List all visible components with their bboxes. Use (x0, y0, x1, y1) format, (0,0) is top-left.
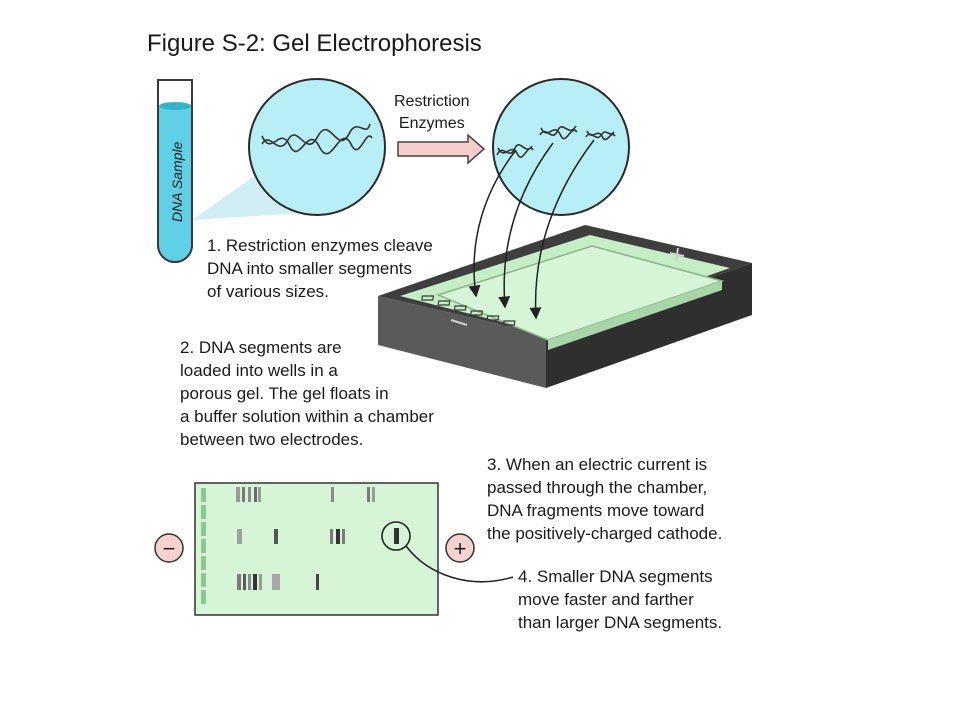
step-line: DNA into smaller segments (207, 259, 413, 278)
step-line: the positively-charged cathode. (487, 524, 723, 543)
negative-electrode-symbol: − (163, 536, 176, 561)
restriction-enzymes-label: Restriction Enzymes (394, 91, 470, 135)
positive-electrode-icon (445, 533, 475, 563)
whole-dna-circle (248, 78, 386, 216)
fragmented-dna-circle (492, 78, 630, 216)
highlight-circle (381, 521, 411, 551)
dna-bands (236, 487, 399, 590)
step-line: DNA fragments move toward (487, 501, 705, 520)
negative-electrode-mark (450, 319, 468, 326)
positive-electrode-symbol: + (454, 536, 467, 561)
arrow-label-line: Restriction (394, 93, 470, 110)
loading-arrows (468, 139, 595, 320)
step-2-text: 2. DNA segments are loaded into wells in… (180, 336, 434, 451)
step-line: a buffer solution within a chamber (180, 407, 434, 426)
step-line: move faster and farther (518, 590, 694, 609)
callout-line (405, 545, 514, 583)
dna-fragments-icon (496, 125, 616, 158)
electrophoresis-chamber (378, 225, 752, 388)
restriction-arrow (397, 133, 486, 165)
step-line: between two electrodes. (180, 430, 364, 449)
step-line: passed through the chamber, (487, 478, 708, 497)
step-line: 3. When an electric current is (487, 455, 708, 474)
gel-well-markers (201, 488, 206, 604)
tube-label: DNA Sample (169, 141, 185, 222)
step-line: than larger DNA segments. (518, 613, 723, 632)
arrow-label-line: Enzymes (398, 115, 465, 132)
step-line: of various sizes. (207, 282, 329, 301)
step-3-text: 3. When an electric current is passed th… (487, 453, 722, 545)
positive-electrode-mark-v (675, 247, 679, 262)
step-line: 2. DNA segments are (180, 338, 342, 357)
step-line: loaded into wells in a (180, 361, 338, 380)
step-line: porous gel. The gel floats in (180, 384, 389, 403)
dna-strand-icon (261, 123, 373, 155)
test-tube-icon (157, 79, 193, 263)
gel-result-panel (194, 482, 439, 616)
gel-wells (421, 295, 516, 326)
magnification-cone (192, 170, 302, 220)
step-line: 4. Smaller DNA segments (518, 567, 713, 586)
step-line: 1. Restriction enzymes cleave (207, 236, 433, 255)
step-1-text: 1. Restriction enzymes cleave DNA into s… (207, 234, 433, 303)
negative-electrode-icon (154, 533, 184, 563)
figure-title: Figure S-2: Gel Electrophoresis (147, 30, 482, 57)
step-4-text: 4. Smaller DNA segments move faster and … (518, 565, 722, 634)
